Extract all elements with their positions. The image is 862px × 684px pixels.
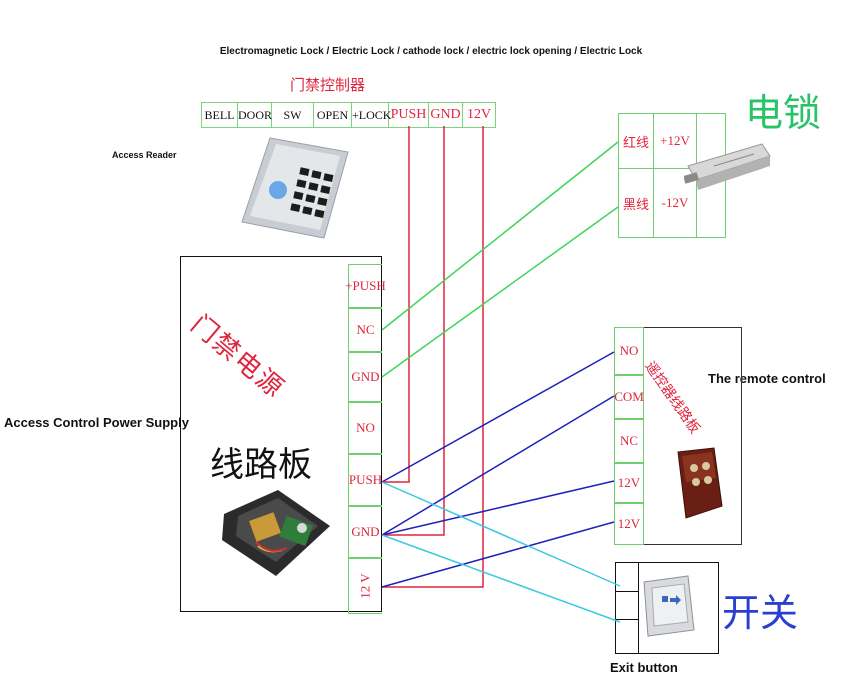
exit-divider xyxy=(616,619,638,620)
blue-wire-gnd-12v xyxy=(381,480,615,536)
access-reader-label: Access Reader xyxy=(112,150,177,160)
electric-lock-image xyxy=(683,140,774,196)
bolt-lock-icon xyxy=(683,143,771,190)
green-wire-nc xyxy=(381,141,619,331)
exit-switch-title: 开关 xyxy=(722,591,799,635)
controller-terminal: +LOCK xyxy=(352,103,391,127)
exit-button-icon xyxy=(643,575,695,637)
exit-button-image xyxy=(638,574,696,640)
controller-terminal: PUSH xyxy=(389,103,429,127)
remote-terminal: COM xyxy=(614,375,644,419)
controller-terminal: 12V xyxy=(466,107,492,122)
black-wire-value: -12V xyxy=(653,168,697,238)
power-supply-device-icon xyxy=(222,490,330,576)
remote-control-box: NO COM NC 12V 12V xyxy=(614,327,742,545)
psu-terminal: GND xyxy=(348,506,382,558)
remote-control-label: The remote control xyxy=(708,371,826,386)
controller-terminal: OPEN xyxy=(314,103,352,127)
exit-button-box xyxy=(615,562,719,654)
diagram-title: Electromagnetic Lock / Electric Lock / c… xyxy=(219,46,643,57)
red-wire-push xyxy=(382,126,410,483)
blue-wire-gnd-com xyxy=(381,395,615,536)
electric-lock-box: 红线 +12V 黑线 -12V xyxy=(618,113,726,238)
cyan-wire-push-exit xyxy=(381,481,621,587)
controller-terminal: BELL xyxy=(202,103,238,127)
remote-terminal: 12V xyxy=(614,463,644,503)
power-supply-label: Access Control Power Supply xyxy=(4,415,189,430)
exit-button-label: Exit button xyxy=(610,660,678,675)
key-fob-icon xyxy=(677,447,723,519)
remote-terminal: NO xyxy=(614,327,644,375)
psu-terminal: +PUSH xyxy=(345,264,386,308)
psu-terminal: 12 V xyxy=(348,558,382,614)
psu-terminal: PUSH xyxy=(348,454,382,506)
exit-divider xyxy=(616,591,638,592)
electric-lock-title: 电锁 xyxy=(745,91,822,135)
psu-terminal: NC xyxy=(348,308,382,352)
controller-title: 门禁控制器 xyxy=(290,76,366,94)
remote-control-image xyxy=(666,446,726,522)
power-supply-box xyxy=(180,256,382,612)
access-reader-image xyxy=(240,134,350,242)
remote-terminal: NC xyxy=(614,419,644,463)
controller-terminal: GND xyxy=(429,103,463,127)
psu-terminal: GND xyxy=(348,352,382,402)
power-supply-image xyxy=(218,486,334,580)
keypad-icon xyxy=(241,137,349,239)
remote-terminal: 12V xyxy=(614,503,644,545)
green-wire-gnd xyxy=(381,206,619,378)
red-wire-12v xyxy=(382,126,484,588)
blue-wire-12v-12v xyxy=(381,521,615,588)
cyan-wire-gnd-exit xyxy=(381,534,621,623)
psu-terminal: NO xyxy=(348,402,382,454)
circuit-board-title: 线路板 xyxy=(210,445,312,485)
controller-terminal: DOOR xyxy=(238,103,272,127)
controller-terminal: SW xyxy=(272,103,314,127)
exit-divider xyxy=(638,563,639,653)
blue-wire-push-no xyxy=(381,351,615,483)
red-wire-gnd xyxy=(382,126,445,536)
controller-terminal-strip: BELL DOOR SW OPEN +LOCK PUSH GND 12V xyxy=(201,102,496,128)
